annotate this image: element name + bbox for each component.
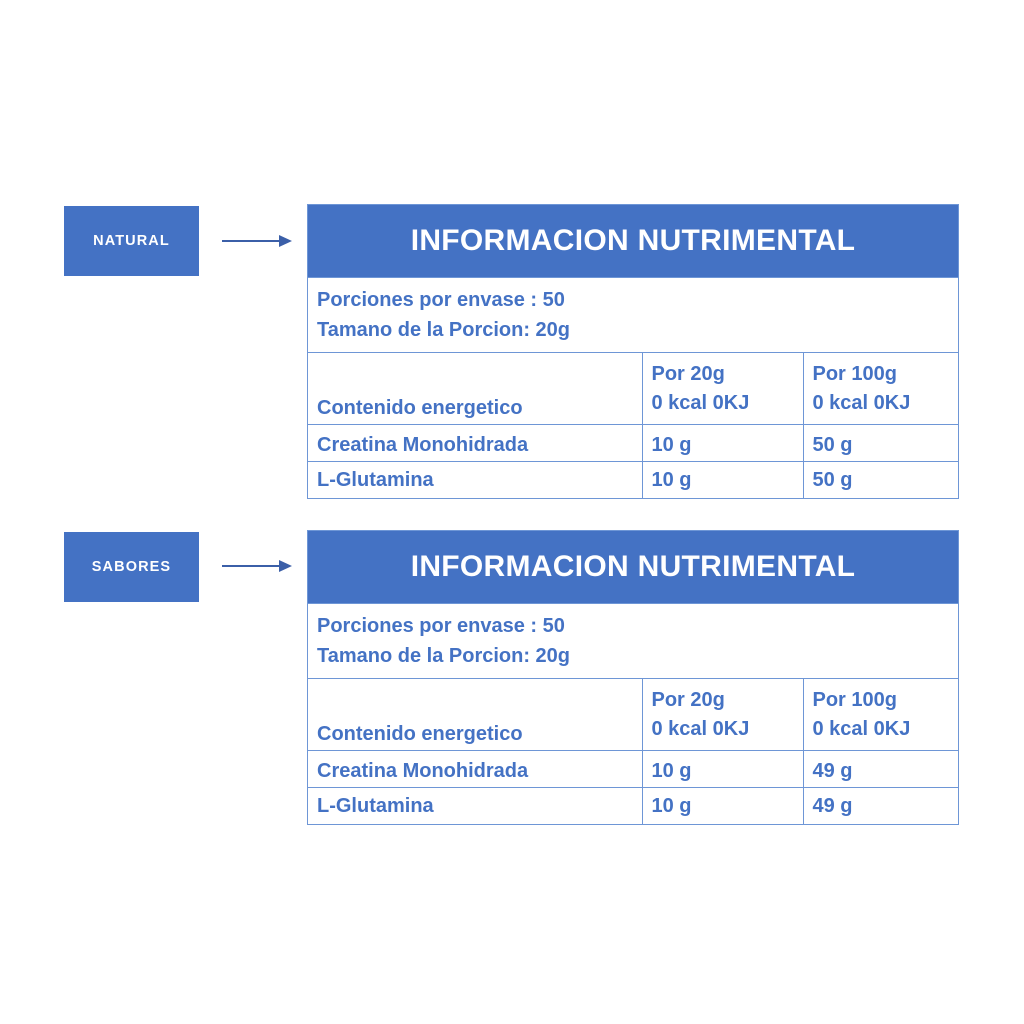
arrow-head-icon	[279, 560, 292, 572]
energy-per-100g-value: 0 kcal 0KJ	[812, 392, 911, 415]
nutrient-per-100g: 50 g	[803, 423, 958, 462]
nutrient-name: Creatina Monohidrada	[308, 749, 643, 788]
nutrient-grid: Contenido energetico Por 20g 0 kcal 0KJ …	[308, 677, 958, 825]
serving-info-section: Porciones por envase : 50 Tamano de la P…	[308, 277, 958, 352]
nutrient-name-energy: Contenido energetico	[308, 677, 643, 751]
nutrient-per-100g: 50 g	[803, 460, 958, 499]
arrow-shaft	[222, 565, 281, 567]
energy-per-serving-cell: Por 20g 0 kcal 0KJ	[642, 677, 804, 751]
nutrition-table-title: INFORMACION NUTRIMENTAL	[308, 205, 958, 277]
energy-per-100g-cell: Por 100g 0 kcal 0KJ	[803, 677, 958, 751]
servings-per-container: Porciones por envase : 50	[317, 289, 565, 311]
connector-arrow-natural	[222, 234, 294, 248]
column-header-per-serving: Por 20g	[651, 688, 725, 711]
column-header-per-100g: Por 100g	[812, 688, 897, 711]
nutrient-per-serving: 10 g	[642, 749, 804, 788]
table-row: Creatina Monohidrada 10 g 49 g	[308, 749, 958, 788]
servings-per-container: Porciones por envase : 50	[317, 615, 565, 637]
arrow-shaft	[222, 240, 281, 242]
energy-per-serving-cell: Por 20g 0 kcal 0KJ	[642, 351, 804, 425]
nutrient-name: L-Glutamina	[308, 460, 643, 499]
serving-size: Tamano de la Porcion: 20g	[317, 645, 571, 668]
column-header-per-serving: Por 20g	[651, 362, 725, 385]
connector-arrow-sabores	[222, 559, 294, 573]
energy-per-100g-cell: Por 100g 0 kcal 0KJ	[803, 351, 958, 425]
table-row-energy: Contenido energetico Por 20g 0 kcal 0KJ …	[308, 677, 958, 751]
nutrient-per-serving: 10 g	[642, 423, 804, 462]
nutrient-per-100g: 49 g	[803, 786, 958, 825]
serving-size: Tamano de la Porcion: 20g	[317, 319, 571, 342]
arrow-head-icon	[279, 235, 292, 247]
table-row: Creatina Monohidrada 10 g 50 g	[308, 423, 958, 462]
nutrient-grid: Contenido energetico Por 20g 0 kcal 0KJ …	[308, 351, 958, 499]
nutrition-table-natural: INFORMACION NUTRIMENTAL Porciones por en…	[307, 204, 959, 500]
nutrient-per-serving: 10 g	[642, 460, 804, 499]
energy-per-100g-value: 0 kcal 0KJ	[812, 718, 911, 741]
table-row: L-Glutamina 10 g 50 g	[308, 460, 958, 499]
serving-info-section: Porciones por envase : 50 Tamano de la P…	[308, 603, 958, 678]
nutrient-per-serving: 10 g	[642, 786, 804, 825]
variant-label: NATURAL	[93, 233, 170, 249]
energy-per-serving-value: 0 kcal 0KJ	[651, 392, 750, 415]
variant-box-natural[interactable]: NATURAL	[64, 206, 199, 276]
nutrient-name: Creatina Monohidrada	[308, 423, 643, 462]
nutrition-table-sabores: INFORMACION NUTRIMENTAL Porciones por en…	[307, 530, 959, 826]
variant-box-sabores[interactable]: SABORES	[64, 532, 199, 602]
nutrient-name-energy: Contenido energetico	[308, 351, 643, 425]
energy-per-serving-value: 0 kcal 0KJ	[651, 718, 750, 741]
nutrition-table-title: INFORMACION NUTRIMENTAL	[308, 531, 958, 603]
variant-label: SABORES	[91, 559, 172, 575]
table-row-energy: Contenido energetico Por 20g 0 kcal 0KJ …	[308, 351, 958, 425]
nutrient-name: L-Glutamina	[308, 786, 643, 825]
nutrient-per-100g: 49 g	[803, 749, 958, 788]
column-header-per-100g: Por 100g	[812, 362, 897, 385]
table-row: L-Glutamina 10 g 49 g	[308, 786, 958, 825]
